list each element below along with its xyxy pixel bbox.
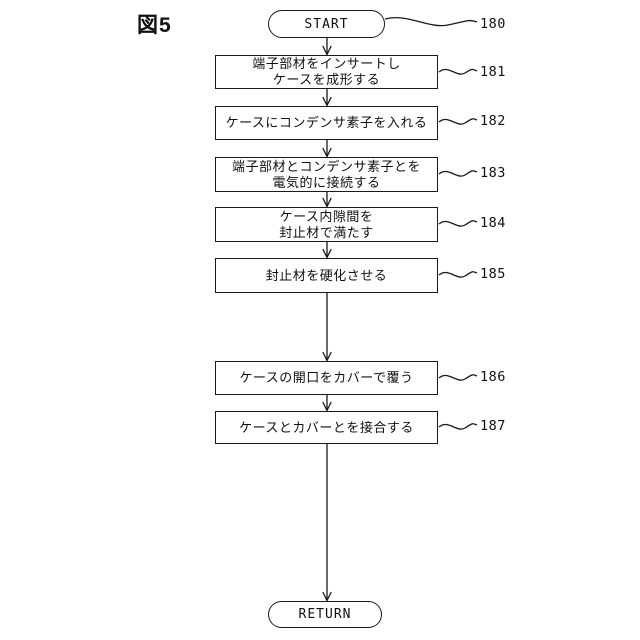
arrow-183-to-184 xyxy=(322,192,332,208)
start-terminal: START xyxy=(268,10,385,38)
step-box-185: 封止材を硬化させる xyxy=(215,258,438,293)
arrow-184-to-185 xyxy=(322,242,332,259)
ref-number-187: 187 xyxy=(480,418,506,434)
leader-line-186 xyxy=(438,374,478,381)
ref-number-181: 181 xyxy=(480,64,506,80)
step-line: ケースを成形する xyxy=(272,72,381,87)
leader-line-181 xyxy=(438,68,478,75)
ref-number-185: 185 xyxy=(480,266,506,282)
leader-line-185 xyxy=(438,271,478,278)
arrow-187-to-return xyxy=(322,444,332,602)
leader-line-183 xyxy=(438,170,478,177)
step-line: 封止材を硬化させる xyxy=(265,267,388,283)
step-line: ケースの開口をカバーで覆う xyxy=(239,370,414,385)
step-line: 端子部材とコンデンサ素子とを xyxy=(231,158,421,174)
step-box-181: 端子部材をインサートし ケースを成形する xyxy=(215,55,438,89)
step-line: ケースにコンデンサ素子を入れる xyxy=(225,115,428,130)
step-line: 端子部材をインサートし xyxy=(252,56,401,71)
start-label: START xyxy=(304,16,349,32)
leader-line-187 xyxy=(438,423,478,430)
step-box-187: ケースとカバーとを接合する xyxy=(215,411,438,444)
step-box-186: ケースの開口をカバーで覆う xyxy=(215,361,438,395)
arrow-185-to-186 xyxy=(322,293,332,362)
ref-number-186: 186 xyxy=(480,369,506,385)
return-label: RETURN xyxy=(298,607,352,622)
leader-line-182 xyxy=(438,118,478,125)
return-terminal: RETURN xyxy=(268,601,382,628)
leader-line-180 xyxy=(384,17,478,27)
figure-title: 図5 xyxy=(137,14,172,37)
step-line: ケースとカバーとを接合する xyxy=(239,419,414,435)
arrow-182-to-183 xyxy=(322,140,332,158)
step-line: ケース内隙間を xyxy=(279,208,374,224)
step-box-184: ケース内隙間を 封止材で満たす xyxy=(215,207,438,242)
leader-line-184 xyxy=(438,220,478,227)
ref-number-184: 184 xyxy=(480,215,506,231)
ref-number-182: 182 xyxy=(480,113,506,129)
step-line: 電気的に接続する xyxy=(272,174,381,190)
ref-number-180: 180 xyxy=(480,16,506,32)
step-box-182: ケースにコンデンサ素子を入れる xyxy=(215,106,438,140)
arrow-186-to-187 xyxy=(322,395,332,412)
step-box-183: 端子部材とコンデンサ素子とを 電気的に接続する xyxy=(215,157,438,192)
step-line: 封止材で満たす xyxy=(279,224,374,240)
arrow-start-to-181 xyxy=(322,38,332,56)
arrow-181-to-182 xyxy=(322,89,332,107)
ref-number-183: 183 xyxy=(480,165,506,181)
